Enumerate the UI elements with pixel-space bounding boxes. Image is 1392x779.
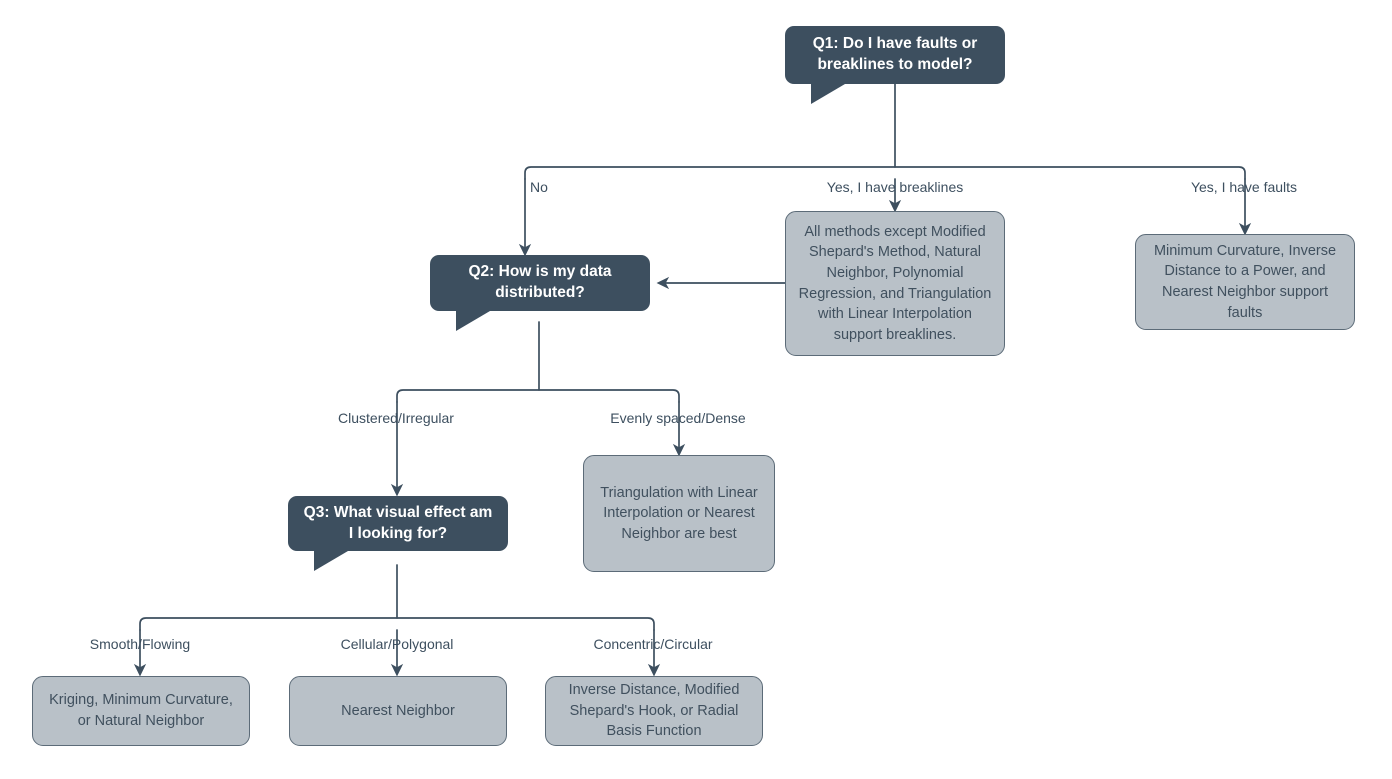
edge-label-q2-even: Evenly spaced/Dense <box>610 410 746 426</box>
edge-q3-junction-bar <box>139 617 655 631</box>
speech-tail-icon <box>456 311 490 331</box>
node-result-faults: Minimum Curvature, Inverse Distance to a… <box>1135 234 1355 330</box>
node-result-breaklines: All methods except Modified Shepard's Me… <box>785 211 1005 356</box>
node-q3-label: Q3: What visual effect am I looking for? <box>303 503 493 542</box>
edge-label-q2-clustered: Clustered/Irregular <box>338 410 454 426</box>
node-q2-label: Q2: How is my data distributed? <box>468 263 612 301</box>
edge-label-q3-cellular: Cellular/Polygonal <box>340 636 454 652</box>
node-result-cellular: Nearest Neighbor <box>289 676 507 746</box>
node-result-faults-label: Minimum Curvature, Inverse Distance to a… <box>1153 242 1337 321</box>
node-result-concentric-label: Inverse Distance, Modified Shepard's Hoo… <box>568 682 740 740</box>
edge-label-q1-breaklines: Yes, I have breaklines <box>826 179 964 195</box>
edge-q2-junction-bar <box>396 389 680 403</box>
node-q2[interactable]: Q2: How is my data distributed? <box>430 255 650 331</box>
node-result-concentric: Inverse Distance, Modified Shepard's Hoo… <box>545 676 763 746</box>
node-result-even-dense-label: Triangulation with Linear Interpolation … <box>600 484 758 542</box>
edge-label-q3-smooth: Smooth/Flowing <box>89 636 191 652</box>
node-q3[interactable]: Q3: What visual effect am I looking for? <box>288 496 508 571</box>
node-result-cellular-label: Nearest Neighbor <box>341 702 455 719</box>
node-result-smooth: Kriging, Minimum Curvature, or Natural N… <box>32 676 250 746</box>
node-result-breaklines-label: All methods except Modified Shepard's Me… <box>798 223 992 343</box>
edge-q1-junction-bar <box>524 166 1246 180</box>
edge-label-q1-no: No <box>530 179 548 195</box>
node-result-even-dense: Triangulation with Linear Interpolation … <box>583 455 775 572</box>
node-result-smooth-label: Kriging, Minimum Curvature, or Natural N… <box>49 692 233 729</box>
edge-label-q3-concentric: Concentric/Circular <box>593 636 713 652</box>
speech-tail-icon <box>811 84 845 104</box>
node-q1[interactable]: Q1: Do I have faults or breaklines to mo… <box>785 26 1005 104</box>
node-q1-label: Q1: Do I have faults or breaklines to mo… <box>812 35 978 73</box>
speech-tail-icon <box>314 551 348 571</box>
edge-label-q1-faults: Yes, I have faults <box>1190 179 1298 195</box>
